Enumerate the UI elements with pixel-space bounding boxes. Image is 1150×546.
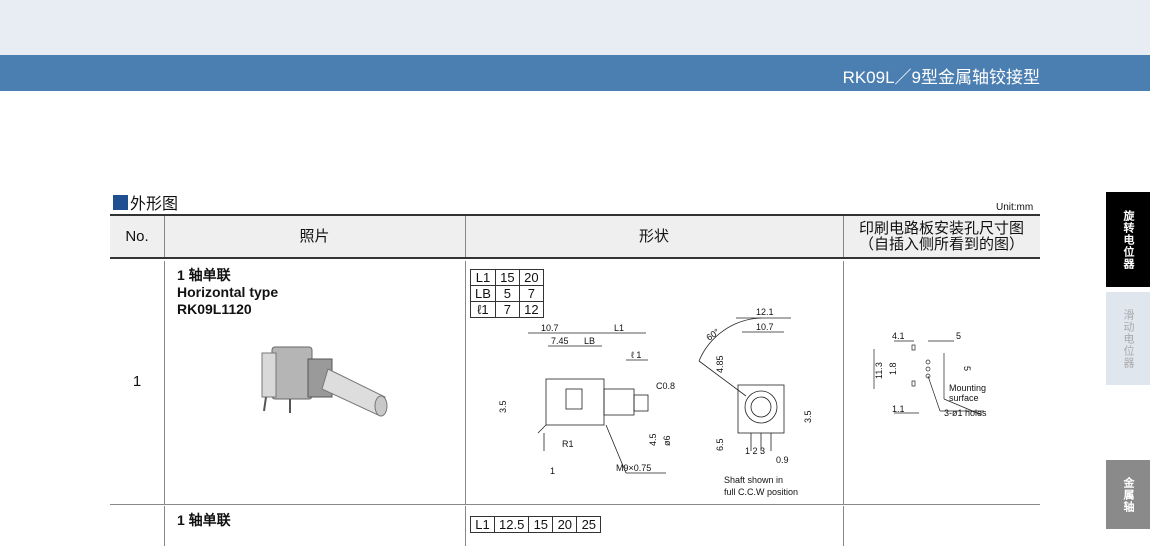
svg-text:C0.8: C0.8 [656, 381, 675, 391]
col-no: No. [125, 227, 149, 245]
title-bar: RK09L／9型金属轴铰接型 [0, 55, 1150, 91]
svg-text:ø6: ø6 [662, 435, 672, 446]
top-band [0, 0, 1150, 55]
svg-text:M9×0.75: M9×0.75 [616, 463, 651, 473]
col-shape: 形状 [638, 227, 669, 245]
table-header: No. 照片 形状 印刷电路板安装孔尺寸图（自插入侧所看到的图） [110, 216, 1040, 259]
svg-text:4.5: 4.5 [648, 433, 658, 446]
page-title: RK09L／9型金属轴铰接型 [842, 68, 1040, 87]
svg-text:10.7: 10.7 [541, 323, 559, 333]
side-tab-metal-shaft[interactable]: 金属轴 [1106, 460, 1150, 529]
svg-text:6.5: 6.5 [715, 438, 725, 451]
shape-drawing: 10.7 7.45 LB L1 ℓ 1 C0.8 3.5 R1 4.5 ø6 1… [498, 307, 813, 497]
section-heading: 外形图 [113, 190, 178, 214]
side-tab-rotary-potentiometer[interactable]: 旋转电位器 [1106, 192, 1150, 287]
svg-text:1.8: 1.8 [888, 362, 898, 375]
svg-text:3-ø1 holes: 3-ø1 holes [944, 408, 987, 418]
svg-text:60°: 60° [704, 326, 721, 342]
svg-text:3.5: 3.5 [803, 410, 813, 423]
svg-text:4.1: 4.1 [892, 331, 905, 341]
product-description: 1 轴单联 [177, 512, 231, 528]
svg-text:Mounting: Mounting [949, 383, 986, 393]
svg-text:0.9: 0.9 [776, 455, 789, 465]
svg-text:ℓ 1: ℓ 1 [631, 350, 641, 360]
col-pcb: 印刷电路板安装孔尺寸图（自插入侧所看到的图） [858, 219, 1024, 253]
svg-text:R1: R1 [562, 439, 574, 449]
svg-text:full C.C.W position: full C.C.W position [724, 487, 798, 497]
section-marker-icon [113, 194, 128, 210]
svg-text:L1: L1 [614, 323, 624, 333]
svg-text:surface: surface [949, 393, 979, 403]
svg-text:1 2 3: 1 2 3 [745, 446, 765, 456]
svg-text:4.85: 4.85 [715, 355, 725, 373]
section-title: 外形图 [130, 196, 179, 213]
svg-text:5: 5 [962, 366, 972, 371]
side-tab-slide-potentiometer[interactable]: 滑动电位器 [1106, 292, 1150, 385]
svg-text:1.1: 1.1 [892, 404, 905, 414]
svg-text:1: 1 [550, 466, 555, 476]
product-photo [261, 346, 388, 417]
dimension-table: No. 照片 形状 印刷电路板安装孔尺寸图（自插入侧所看到的图） 1 1 轴单联… [110, 214, 1040, 546]
svg-text:5: 5 [956, 331, 961, 341]
svg-text:3.5: 3.5 [498, 400, 508, 413]
svg-text:11.3: 11.3 [874, 362, 884, 379]
svg-text:7.45: 7.45 [551, 336, 569, 346]
col-photo: 照片 [299, 227, 330, 245]
row-number: 1 [132, 373, 142, 390]
unit-label: Unit:mm [996, 202, 1034, 213]
svg-text:Shaft shown in: Shaft shown in [724, 475, 783, 485]
svg-text:LB: LB [584, 336, 595, 346]
svg-text:12.1: 12.1 [756, 307, 774, 317]
pcb-hole-drawing: 4.1 5 11.3 1.8 5 Mounting surface 3-ø1 h… [873, 331, 987, 418]
svg-text:10.7: 10.7 [756, 322, 774, 332]
